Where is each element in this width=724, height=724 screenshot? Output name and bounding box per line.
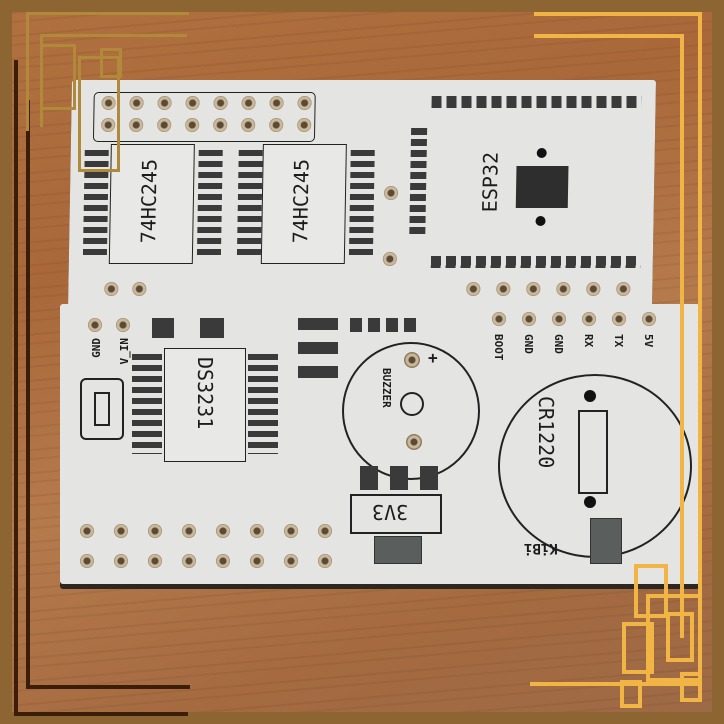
- esp32-pads-bottom: [430, 256, 641, 268]
- regulator-outline: 3V3: [350, 494, 442, 534]
- esp32-label: ESP32: [477, 152, 503, 213]
- via: [584, 390, 596, 402]
- chip-74hc245-1: 74HC245: [108, 144, 195, 264]
- esp32-pads-left: [409, 128, 428, 238]
- header-6-pin: [488, 310, 688, 332]
- diode-pads: [152, 318, 224, 338]
- chip-ds3231-label: DS3231: [193, 357, 217, 430]
- regulator-pads: [360, 466, 440, 490]
- chip-74hc245-1-pads-left: [82, 150, 109, 260]
- ds3231-pads-left: [132, 354, 162, 454]
- regulator-label: 3V3: [372, 500, 409, 524]
- battery-pad: [590, 518, 622, 564]
- buzzer-pin-positive: [404, 352, 420, 368]
- ds3231-pads-right: [248, 354, 278, 454]
- chip-74hc245-2-pads-right: [348, 150, 375, 260]
- pin-boot-label: BOOT: [492, 334, 505, 361]
- power-pin-vin-label: V_IN: [118, 338, 131, 365]
- chip-74hc245-2-pads-left: [236, 150, 263, 260]
- chip-74hc245-1-label: 74HC245: [136, 159, 162, 244]
- esp32-pads-top: [431, 96, 642, 108]
- power-pin-gnd-label: GND: [90, 338, 103, 358]
- buzzer-label: BUZZER: [380, 368, 393, 408]
- pin-5v-label: 5V: [642, 334, 655, 348]
- photo: 74HC245 74HC245 ESP32 GND V_IN: [12, 12, 712, 712]
- pin-tx-label: TX: [612, 334, 625, 348]
- chip-74hc245-2-label: 74HC245: [288, 159, 314, 244]
- mount-hole: [132, 282, 147, 296]
- power-pin-gnd: [88, 318, 102, 332]
- mount-hole: [104, 282, 119, 296]
- pin-rx-label: RX: [582, 334, 595, 348]
- pin-gnd-label-2: GND: [552, 334, 565, 354]
- via: [535, 216, 546, 226]
- esp32-thermal-pad: [515, 166, 569, 208]
- chip-ds3231: DS3231: [164, 348, 246, 462]
- buzzer-polarity: +: [428, 348, 438, 367]
- smd-pads-group: [298, 318, 338, 382]
- chip-74hc245-2: 74HC245: [260, 144, 347, 264]
- pcb-bottom: GND V_IN DS3231 + BUZZER BOOT GND GND RX…: [60, 304, 700, 584]
- mount-hole: [382, 252, 397, 266]
- buzzer-center-ring: [400, 392, 424, 416]
- regulator-tab-pad: [374, 536, 422, 564]
- battery-contact: [578, 410, 608, 494]
- switch-footprint: [80, 378, 124, 440]
- smd-pads-group: [350, 318, 420, 332]
- buzzer-footprint: + BUZZER: [342, 342, 480, 480]
- via: [536, 148, 547, 158]
- mount-hole: [383, 186, 399, 200]
- power-pin-vin: [116, 318, 130, 332]
- via: [584, 496, 596, 508]
- buzzer-pin-negative: [406, 434, 422, 450]
- battery-label: CR1220: [534, 396, 558, 469]
- pcb-top: 74HC245 74HC245 ESP32: [68, 80, 656, 308]
- logo-label: KiBi: [524, 540, 558, 556]
- pin-gnd-label-1: GND: [522, 334, 535, 354]
- chip-74hc245-1-pads-right: [196, 150, 223, 260]
